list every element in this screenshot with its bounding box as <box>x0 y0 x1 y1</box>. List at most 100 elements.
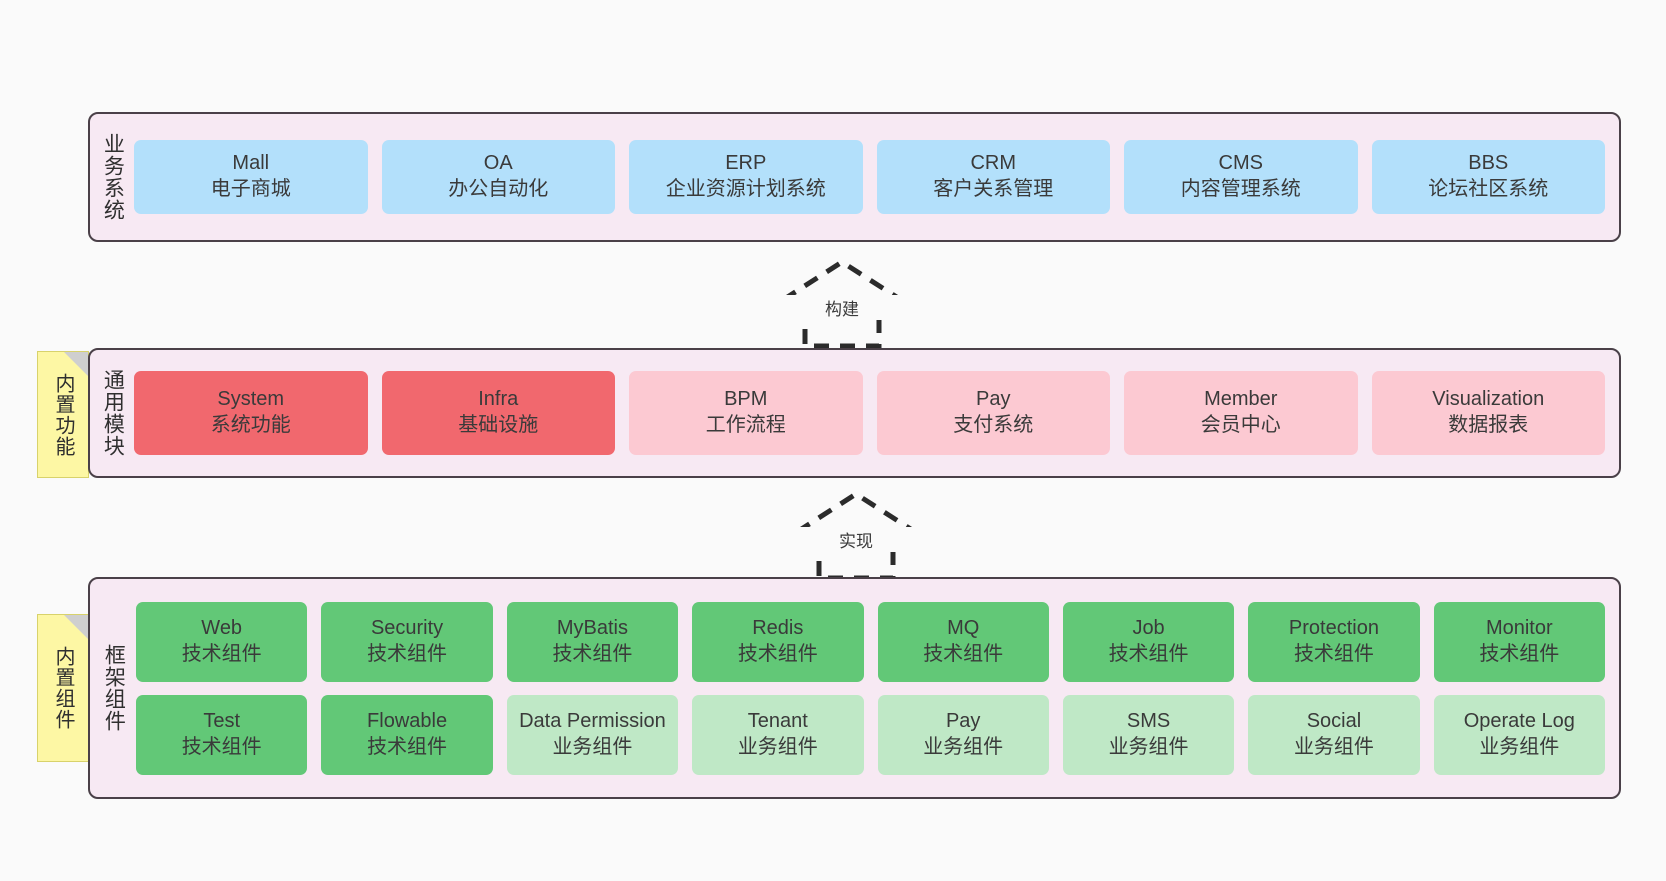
module-subtitle: 技术组件 <box>181 735 262 758</box>
module-name: CMS <box>1218 152 1263 175</box>
module-name: Flowable <box>367 709 448 732</box>
module-name: Visualization <box>1432 388 1545 411</box>
module-subtitle: 数据报表 <box>1448 414 1529 436</box>
connector-implement: 实现 <box>771 490 941 581</box>
module-card-redis[interactable]: Redis 技术组件 <box>692 601 864 682</box>
module-card-pay[interactable]: Pay 支付系统 <box>876 371 1110 455</box>
module-card-visualization[interactable]: Visualization 数据报表 <box>1371 371 1605 455</box>
layer-title-common-module: 通用模块 <box>101 369 125 457</box>
layer-title-framework-component: 框架组件 <box>102 644 126 732</box>
module-subtitle: 论坛社区系统 <box>1428 178 1549 200</box>
module-subtitle: 业务组件 <box>737 735 818 758</box>
module-name: Tenant <box>747 709 808 732</box>
module-card-protection[interactable]: Protection 技术组件 <box>1248 601 1420 682</box>
module-subtitle: 技术组件 <box>1479 642 1560 665</box>
module-card-member[interactable]: Member 会员中心 <box>1124 371 1358 455</box>
module-card-infra[interactable]: Infra 基础设施 <box>381 371 615 455</box>
module-subtitle: 技术组件 <box>1293 642 1374 665</box>
module-name: Monitor <box>1485 616 1553 639</box>
module-card-pay-business[interactable]: Pay 业务组件 <box>877 694 1049 775</box>
layer-common-module: 通用模块 System 系统功能 Infra 基础设施 BPM 工作流程 Pay… <box>88 348 1621 478</box>
module-name: Protection <box>1288 616 1379 639</box>
module-card-security[interactable]: Security 技术组件 <box>321 601 493 682</box>
module-card-flowable[interactable]: Flowable 技术组件 <box>321 694 493 775</box>
module-card-oa[interactable]: OA 办公自动化 <box>381 140 615 214</box>
layer-row: System 系统功能 Infra 基础设施 BPM 工作流程 Pay 支付系统… <box>134 371 1605 455</box>
module-card-bbs[interactable]: BBS 论坛社区系统 <box>1371 140 1605 214</box>
connector-build: 构建 <box>757 258 927 349</box>
module-card-mq[interactable]: MQ 技术组件 <box>877 601 1049 682</box>
module-card-system[interactable]: System 系统功能 <box>134 371 368 455</box>
connector-label-implement: 实现 <box>771 527 941 552</box>
module-name: CRM <box>970 152 1017 175</box>
layer-row: Mall 电子商城 OA 办公自动化 ERP 企业资源计划系统 CRM 客户关系… <box>134 140 1605 214</box>
module-subtitle: 业务组件 <box>1293 735 1374 758</box>
module-subtitle: 客户关系管理 <box>933 178 1054 200</box>
module-name: Web <box>201 616 243 639</box>
layer-framework-component: 框架组件 Web 技术组件 Security 技术组件 MyBatis 技术组件… <box>88 577 1621 799</box>
module-card-sms[interactable]: SMS 业务组件 <box>1062 694 1235 775</box>
module-name: System <box>217 388 285 411</box>
module-subtitle: 工作流程 <box>705 414 786 436</box>
module-name: Mall <box>232 152 270 175</box>
module-card-erp[interactable]: ERP 企业资源计划系统 <box>629 140 863 214</box>
module-name: Data Permission <box>519 709 666 732</box>
layer-row: Test 技术组件 Flowable 技术组件 Data Permission … <box>136 694 1605 775</box>
module-name: BBS <box>1468 152 1509 175</box>
connector-label-build: 构建 <box>757 295 927 320</box>
module-subtitle: 技术组件 <box>1108 642 1189 665</box>
module-card-cms[interactable]: CMS 内容管理系统 <box>1124 140 1358 214</box>
module-name: MQ <box>947 616 980 639</box>
layer-title-business-system: 业务系统 <box>101 133 125 221</box>
module-card-bpm[interactable]: BPM 工作流程 <box>629 371 863 455</box>
module-name: ERP <box>725 152 767 175</box>
module-subtitle: 业务组件 <box>923 735 1004 758</box>
module-card-social[interactable]: Social 业务组件 <box>1248 694 1420 775</box>
connector-stem <box>802 311 882 349</box>
module-subtitle: 会员中心 <box>1200 414 1281 436</box>
module-name: Pay <box>945 709 981 732</box>
module-card-mall[interactable]: Mall 电子商城 <box>134 140 368 214</box>
module-subtitle: 技术组件 <box>181 642 262 665</box>
module-subtitle: 业务组件 <box>552 735 633 758</box>
module-name: Job <box>1132 616 1165 639</box>
module-card-monitor[interactable]: Monitor 技术组件 <box>1433 601 1605 682</box>
module-name: SMS <box>1126 709 1171 732</box>
module-card-crm[interactable]: CRM 客户关系管理 <box>876 140 1110 214</box>
module-subtitle: 技术组件 <box>367 642 448 665</box>
module-subtitle: 内容管理系统 <box>1180 178 1301 200</box>
module-card-mybatis[interactable]: MyBatis 技术组件 <box>506 601 679 682</box>
module-card-job[interactable]: Job 技术组件 <box>1062 601 1235 682</box>
module-subtitle: 支付系统 <box>953 414 1034 436</box>
module-name: BPM <box>724 388 768 411</box>
module-card-tenant[interactable]: Tenant 业务组件 <box>692 694 864 775</box>
module-subtitle: 系统功能 <box>210 414 291 436</box>
layer-body-common-module: System 系统功能 Infra 基础设施 BPM 工作流程 Pay 支付系统… <box>134 350 1619 476</box>
note-builtin-function: 内置功能 <box>37 351 89 478</box>
module-name: Member <box>1204 388 1278 411</box>
module-name: MyBatis <box>556 616 628 639</box>
module-name: Operate Log <box>1463 709 1575 732</box>
layer-body-business-system: Mall 电子商城 OA 办公自动化 ERP 企业资源计划系统 CRM 客户关系… <box>134 114 1619 240</box>
note-fold-corner-icon <box>64 352 88 376</box>
module-card-web[interactable]: Web 技术组件 <box>136 601 308 682</box>
module-card-test[interactable]: Test 技术组件 <box>136 694 308 775</box>
module-card-operate-log[interactable]: Operate Log 业务组件 <box>1433 694 1605 775</box>
module-subtitle: 办公自动化 <box>448 178 549 200</box>
note-label: 内置组件 <box>52 646 74 730</box>
module-name: Pay <box>976 388 1011 411</box>
module-subtitle: 技术组件 <box>923 642 1004 665</box>
module-subtitle: 企业资源计划系统 <box>665 178 826 200</box>
module-name: Security <box>370 616 444 639</box>
module-name: Social <box>1306 709 1362 732</box>
module-card-data-permission[interactable]: Data Permission 业务组件 <box>506 694 679 775</box>
module-subtitle: 技术组件 <box>737 642 818 665</box>
module-subtitle: 技术组件 <box>367 735 448 758</box>
module-subtitle: 电子商城 <box>210 178 291 200</box>
note-label: 内置功能 <box>52 372 74 457</box>
module-name: Test <box>203 709 241 732</box>
note-builtin-component: 内置组件 <box>37 614 89 762</box>
module-subtitle: 业务组件 <box>1479 735 1560 758</box>
module-subtitle: 技术组件 <box>552 642 633 665</box>
